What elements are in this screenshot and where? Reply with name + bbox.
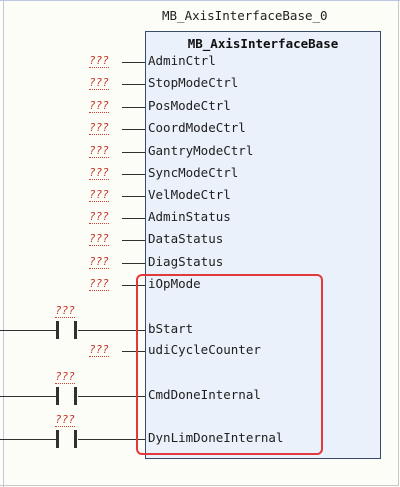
pin-label-iopmode: iOpMode <box>148 276 201 291</box>
pin-label-adminctrl: AdminCtrl <box>148 53 216 68</box>
pin-label-velmodectrl: VelModeCtrl <box>148 187 231 202</box>
pin-value-placeholder[interactable]: ??? <box>89 343 109 357</box>
pin-label-datastatus: DataStatus <box>148 231 224 246</box>
pin-label-bstart: bStart <box>148 321 194 336</box>
pin-label-posmodectrl: PosModeCtrl <box>148 98 231 113</box>
rung-wire-left <box>0 330 56 331</box>
pin-connector-line <box>122 351 145 352</box>
contact-bar-left <box>56 387 59 405</box>
pin-label-dynlimdoneinternal: DynLimDoneInternal <box>148 430 284 445</box>
contact-bar-right <box>74 430 77 448</box>
rung-wire-left <box>0 439 56 440</box>
pin-value-placeholder[interactable]: ??? <box>89 54 109 68</box>
pin-label-udicyclecounter: udiCycleCounter <box>148 342 261 357</box>
pin-value-placeholder[interactable]: ??? <box>89 166 109 180</box>
contact-bar-left <box>56 430 59 448</box>
rung-wire-right <box>78 396 145 397</box>
contact-bar-right <box>74 387 77 405</box>
pin-connector-line <box>122 107 145 108</box>
pin-connector-line <box>122 196 145 197</box>
rung-wire-left <box>0 396 56 397</box>
pin-value-placeholder[interactable]: ??? <box>89 121 109 135</box>
pin-value-placeholder[interactable]: ??? <box>89 188 109 202</box>
pin-label-cmddoneinternal: CmdDoneInternal <box>148 387 261 402</box>
pin-connector-line <box>122 62 145 63</box>
fb-instance-name[interactable]: MB_AxisInterfaceBase_0 <box>162 8 328 23</box>
pin-connector-line <box>122 129 145 130</box>
pin-connector-line <box>122 84 145 85</box>
pin-label-adminstatus: AdminStatus <box>148 209 231 224</box>
pin-connector-line <box>122 174 145 175</box>
pin-label-diagstatus: DiagStatus <box>148 254 224 269</box>
pin-connector-line <box>122 263 145 264</box>
contact-variable-placeholder[interactable]: ??? <box>55 304 75 318</box>
ladder-contact-icon[interactable] <box>56 387 78 405</box>
pin-value-placeholder[interactable]: ??? <box>89 255 109 269</box>
pin-value-placeholder[interactable]: ??? <box>89 277 109 291</box>
pin-value-placeholder[interactable]: ??? <box>89 99 109 113</box>
rung-wire-right <box>78 330 145 331</box>
pin-value-placeholder[interactable]: ??? <box>89 76 109 90</box>
pin-label-syncmodectrl: SyncModeCtrl <box>148 165 239 180</box>
left-power-rail <box>3 0 4 487</box>
rung-wire-right <box>78 439 145 440</box>
ladder-contact-icon[interactable] <box>56 430 78 448</box>
ladder-contact-icon[interactable] <box>56 321 78 339</box>
pin-value-placeholder[interactable]: ??? <box>89 144 109 158</box>
pin-value-placeholder[interactable]: ??? <box>89 232 109 246</box>
contact-bar-left <box>56 321 59 339</box>
pin-connector-line <box>122 285 145 286</box>
pin-label-gantrymodectrl: GantryModeCtrl <box>148 143 254 158</box>
pin-connector-line <box>122 218 145 219</box>
pin-label-stopmodectrl: StopModeCtrl <box>148 75 239 90</box>
highlight-rectangle <box>136 274 323 455</box>
contact-variable-placeholder[interactable]: ??? <box>55 370 75 384</box>
fb-type-name: MB_AxisInterfaceBase <box>187 36 339 51</box>
contact-variable-placeholder[interactable]: ??? <box>55 413 75 427</box>
pin-connector-line <box>122 152 145 153</box>
pin-value-placeholder[interactable]: ??? <box>89 210 109 224</box>
pin-label-coordmodectrl: CoordModeCtrl <box>148 120 246 135</box>
function-block-box[interactable]: MB_AxisInterfaceBase <box>145 31 381 459</box>
pin-connector-line <box>122 240 145 241</box>
contact-bar-right <box>74 321 77 339</box>
top-network-line <box>0 0 400 1</box>
